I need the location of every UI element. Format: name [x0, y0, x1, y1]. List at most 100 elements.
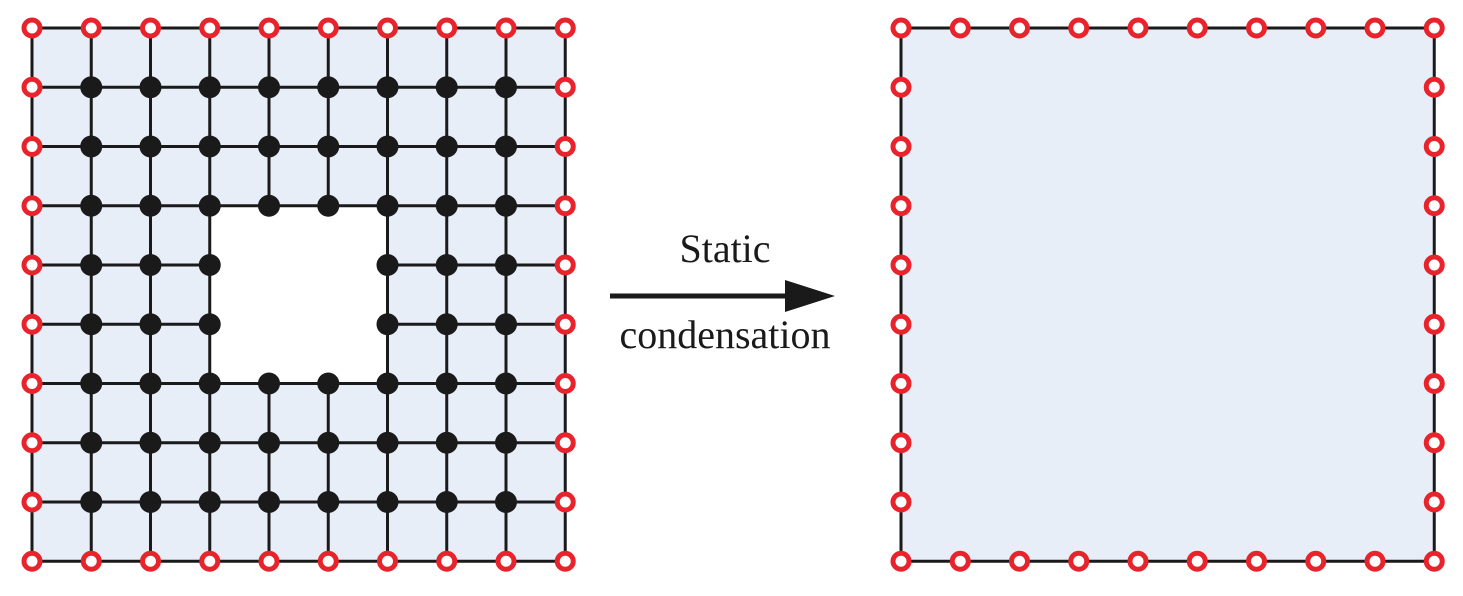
full-mesh-with-hole: [21, 17, 576, 572]
interior-node: [495, 76, 517, 99]
boundary-node: [21, 373, 43, 394]
interior-node: [317, 76, 340, 99]
interior-node: [139, 76, 162, 99]
interior-node: [198, 76, 221, 99]
boundary-node: [436, 17, 458, 39]
boundary-node: [554, 550, 576, 572]
interior-node: [139, 313, 162, 336]
interior-node: [258, 76, 280, 99]
interior-node: [258, 135, 280, 158]
boundary-node: [21, 313, 43, 335]
interior-node: [80, 491, 103, 513]
boundary-node: [554, 254, 576, 276]
interior-node: [435, 372, 458, 395]
boundary-node: [1009, 550, 1030, 572]
boundary-node: [1423, 76, 1445, 98]
boundary-node: [80, 17, 102, 39]
boundary-node: [317, 550, 339, 572]
boundary-node: [890, 136, 912, 157]
interior-node: [198, 194, 221, 217]
interior-node: [80, 372, 103, 395]
boundary-node: [890, 195, 912, 217]
interior-node: [258, 372, 280, 395]
interior-node: [435, 313, 458, 336]
interior-node: [80, 313, 103, 336]
boundary-node: [199, 17, 221, 39]
interior-node: [198, 372, 221, 395]
interior-node: [139, 135, 162, 158]
boundary-node: [1127, 550, 1149, 572]
interior-node: [80, 135, 103, 158]
process-arrow-head: [785, 280, 835, 312]
boundary-node: [1068, 550, 1090, 572]
boundary-node: [495, 550, 517, 572]
boundary-node: [890, 76, 912, 98]
boundary-node: [495, 17, 517, 39]
interior-node: [495, 194, 517, 217]
condensed-superelement: [890, 17, 1445, 572]
boundary-node: [436, 550, 458, 572]
boundary-node: [1009, 17, 1030, 39]
boundary-node: [890, 491, 912, 513]
interior-node: [376, 76, 399, 99]
interior-node: [80, 254, 103, 276]
interior-node: [376, 372, 399, 395]
boundary-node: [1186, 17, 1208, 39]
interior-node: [80, 194, 103, 217]
interior-node: [258, 194, 280, 217]
boundary-node: [554, 195, 576, 217]
interior-node: [376, 313, 399, 336]
boundary-node: [377, 17, 398, 39]
boundary-node: [890, 17, 912, 39]
interior-node: [258, 431, 280, 454]
interior-node: [495, 431, 517, 454]
boundary-node: [890, 313, 912, 335]
superelement-domain: [899, 26, 1436, 563]
boundary-node: [21, 432, 43, 454]
boundary-node: [1423, 313, 1445, 335]
interior-node: [317, 372, 340, 395]
interior-node: [376, 135, 399, 158]
boundary-node: [1423, 550, 1445, 572]
interior-node: [317, 194, 340, 217]
boundary-node: [1423, 491, 1445, 513]
boundary-node: [21, 550, 43, 572]
boundary-node: [890, 550, 912, 572]
boundary-node: [1423, 136, 1445, 157]
boundary-node: [1423, 17, 1445, 39]
interior-node: [495, 491, 517, 513]
boundary-node: [1186, 550, 1208, 572]
boundary-node: [199, 550, 221, 572]
interior-node: [495, 254, 517, 276]
interior-node: [376, 431, 399, 454]
process-label-static: Static: [679, 226, 770, 271]
interior-node: [139, 491, 162, 513]
interior-node: [198, 491, 221, 513]
interior-node: [198, 135, 221, 158]
boundary-node: [890, 254, 912, 276]
boundary-node: [1068, 17, 1090, 39]
boundary-node: [554, 136, 576, 157]
boundary-node: [258, 550, 280, 572]
interior-node: [139, 254, 162, 276]
boundary-node: [317, 17, 339, 39]
interior-node: [376, 254, 399, 276]
boundary-node: [377, 550, 398, 572]
boundary-node: [554, 432, 576, 454]
boundary-node: [21, 254, 43, 276]
boundary-node: [554, 76, 576, 98]
interior-node: [139, 194, 162, 217]
boundary-node: [554, 373, 576, 394]
interior-node: [376, 491, 399, 513]
boundary-node: [21, 136, 43, 157]
interior-node: [435, 491, 458, 513]
boundary-node: [554, 17, 576, 39]
boundary-node: [1423, 195, 1445, 217]
boundary-node: [21, 491, 43, 513]
interior-node: [435, 135, 458, 158]
interior-node: [317, 491, 340, 513]
interior-node: [80, 76, 103, 99]
boundary-node: [949, 17, 971, 39]
boundary-node: [1305, 550, 1327, 572]
